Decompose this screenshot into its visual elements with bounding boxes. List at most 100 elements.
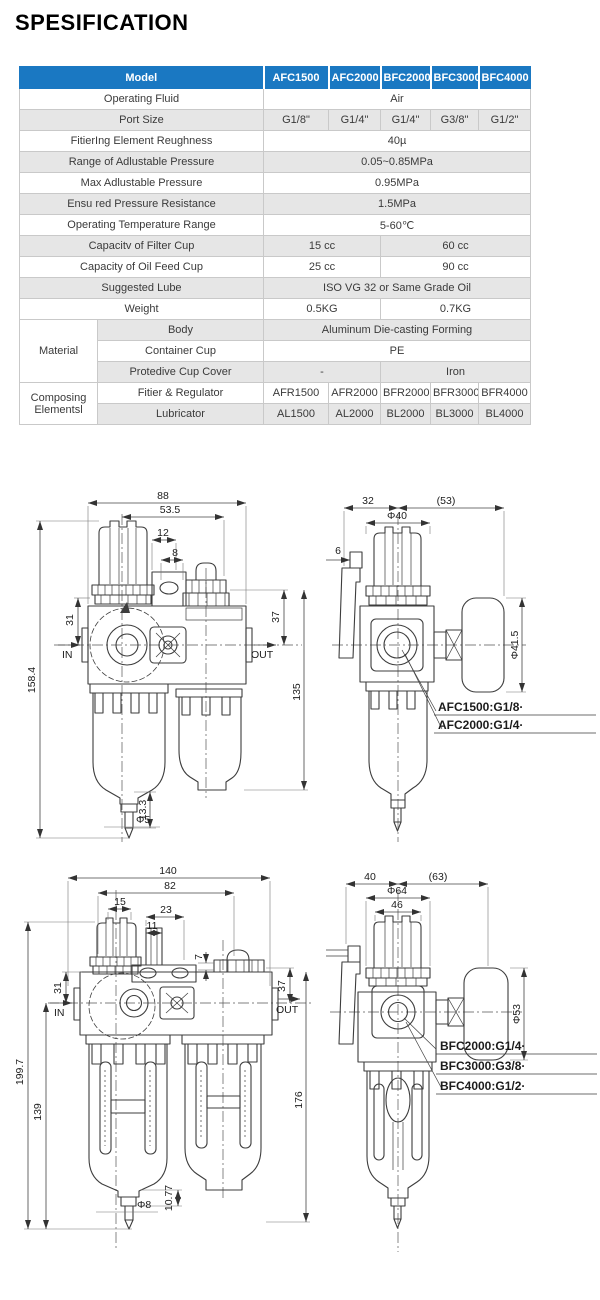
row-label: Capacitv of Filter Cup bbox=[19, 235, 264, 257]
label-in: IN bbox=[62, 649, 73, 661]
header-model: Model bbox=[19, 66, 264, 89]
bfc-side-view bbox=[326, 890, 522, 1252]
dim-tab-width: 12 bbox=[157, 527, 169, 539]
dim-in-offset: 31 bbox=[64, 614, 76, 626]
table-row: FitierIng Element Reughness 40µ bbox=[19, 130, 531, 152]
dim-knob-dia: Φ40 bbox=[387, 510, 407, 522]
table-row: Material Body Aluminum Die-casting Formi… bbox=[19, 319, 531, 383]
row-label: Protedive Cup Cover bbox=[97, 361, 264, 383]
dim-low-height: 139 bbox=[32, 1103, 44, 1121]
dim-gauge-dia: Φ41.5 bbox=[509, 630, 521, 659]
header-model-bfc3000: BFC3000 bbox=[429, 66, 479, 89]
dim-total-height: 158.4 bbox=[26, 667, 38, 693]
dim-oiler-inner: 11 bbox=[147, 920, 158, 932]
cell-value-b: 90 cc bbox=[380, 256, 531, 278]
cell-value: BFR3000 bbox=[430, 382, 479, 404]
dim-body-height: 176 bbox=[293, 1091, 305, 1109]
cell-value: BL2000 bbox=[380, 403, 431, 425]
dim-bracket-width: 32 bbox=[362, 495, 374, 507]
table-row: Range of Adlustable Pressure 0.05~0.85MP… bbox=[19, 151, 531, 173]
row-label: Operating Temperature Range bbox=[19, 214, 264, 236]
port-note: BFC2000:G1/4· bbox=[440, 1039, 525, 1053]
dim-total-width: 88 bbox=[157, 490, 169, 502]
table-row: Composing Elementsl Fitier & Regulator A… bbox=[19, 382, 531, 425]
dim-bracket-width: 40 bbox=[364, 871, 376, 883]
dim-total-height: 199.7 bbox=[14, 1059, 26, 1085]
cell-value: G1/2" bbox=[478, 109, 531, 131]
row-label: Port Size bbox=[19, 109, 264, 131]
dim-knob-dia: Φ64 bbox=[387, 885, 407, 897]
cell-value: AL1500 bbox=[263, 403, 329, 425]
cell-value: 0.05~0.85MPa bbox=[263, 151, 531, 173]
technical-drawing-afc: 88 53.5 12 8 31 158.4 37 135 IN OUT 13.3 bbox=[26, 490, 596, 842]
row-label: Range of Adlustable Pressure bbox=[19, 151, 264, 173]
table-row: Ensu red Pressure Resistance 1.5MPa bbox=[19, 193, 531, 215]
cell-value: G1/4" bbox=[328, 109, 381, 131]
dim-upper-width: 53.5 bbox=[160, 504, 181, 516]
header-model-afc1500: AFC1500 bbox=[262, 66, 329, 89]
dim-gauge-offset: (53) bbox=[437, 495, 456, 507]
cell-value-a: 0.5KG bbox=[263, 298, 381, 320]
cell-value: 5-60℃ bbox=[263, 214, 531, 236]
cell-value: ISO VG 32 or Same Grade Oil bbox=[263, 277, 531, 299]
bfc-side-dimensions: 40 (63) Φ64 46 Φ53 BFC2000:G1/4· BFC3000… bbox=[345, 871, 597, 1095]
dim-gauge-offset: (63) bbox=[429, 871, 448, 883]
dim-body-height: 135 bbox=[291, 683, 303, 701]
table-row: Port Size G1/8" G1/4" G1/4" G3/8" G1/2" bbox=[19, 109, 531, 131]
row-label: Lubricator bbox=[97, 403, 264, 425]
technical-drawing-bfc: 140 82 15 23 11 7 31 199.7 139 IN OUT bbox=[14, 865, 597, 1252]
dim-drain-height: 10.77 bbox=[163, 1185, 175, 1211]
cell-value: BFR2000 bbox=[380, 382, 431, 404]
cell-value: 40µ bbox=[263, 130, 531, 152]
cell-value-b: 0.7KG bbox=[380, 298, 531, 320]
group-label-composing: Composing Elementsl bbox=[19, 382, 98, 425]
port-note: AFC1500:G1/8· bbox=[438, 700, 523, 714]
dim-knob-width: 15 bbox=[114, 896, 126, 908]
port-note: BFC4000:G1/2· bbox=[440, 1079, 525, 1093]
dim-drain-height: 13.3 bbox=[137, 800, 149, 821]
cell-value: PE bbox=[263, 340, 531, 362]
row-label: FitierIng Element Reughness bbox=[19, 130, 264, 152]
table-row: Operating Fluid Air bbox=[19, 88, 531, 110]
dim-hole-offset: 8 bbox=[172, 547, 178, 559]
cell-value: BFR4000 bbox=[478, 382, 531, 404]
table-row: Lubricator AL1500 AL2000 BL2000 BL3000 B… bbox=[20, 403, 531, 425]
row-label: Suggested Lube bbox=[19, 277, 264, 299]
dim-knob-inner: 46 bbox=[391, 899, 403, 911]
cell-value: BL3000 bbox=[430, 403, 479, 425]
dim-lub-height: 37 bbox=[276, 980, 288, 992]
cell-value: 1.5MPa bbox=[263, 193, 531, 215]
port-note: AFC2000:G1/4· bbox=[438, 718, 523, 732]
dim-oiler-width: 23 bbox=[160, 904, 172, 916]
table-row: Weight 0.5KG 0.7KG bbox=[19, 298, 531, 320]
row-label: Body bbox=[97, 319, 264, 341]
cell-value: G1/4" bbox=[380, 109, 431, 131]
dim-lub-height: 37 bbox=[270, 611, 282, 623]
bfc-front-view bbox=[48, 890, 312, 1250]
cell-value: AFR2000 bbox=[328, 382, 381, 404]
cell-value: AL2000 bbox=[328, 403, 381, 425]
table-row: Capacity of Oil Feed Cup 25 cc 90 cc bbox=[19, 256, 531, 278]
dim-upper-width: 82 bbox=[164, 880, 176, 892]
afc-side-dimensions: 32 (53) Φ40 6 Φ41.5 AFC1500:G1/8· AFC200… bbox=[326, 495, 596, 734]
cell-value: Aluminum Die-casting Forming bbox=[263, 319, 531, 341]
row-label: Max Adlustable Pressure bbox=[19, 172, 264, 194]
bfc-front-dimensions: 140 82 15 23 11 7 31 199.7 139 IN OUT bbox=[14, 865, 310, 1230]
table-row: Protedive Cup Cover - Iron bbox=[20, 361, 531, 383]
cell-value-a: 25 cc bbox=[263, 256, 381, 278]
row-label: Ensu red Pressure Resistance bbox=[19, 193, 264, 215]
row-label: Fitier & Regulator bbox=[97, 382, 264, 404]
cell-value: 0.95MPa bbox=[263, 172, 531, 194]
table-row: Container Cup PE bbox=[20, 340, 531, 362]
cell-value-a: - bbox=[263, 361, 381, 383]
afc-front-dimensions: 88 53.5 12 8 31 158.4 37 135 IN OUT 13.3 bbox=[26, 490, 308, 839]
table-row: Operating Temperature Range 5-60℃ bbox=[19, 214, 531, 236]
dim-flange: 7 bbox=[193, 954, 205, 960]
cell-value: BL4000 bbox=[478, 403, 531, 425]
cell-value: Air bbox=[263, 88, 531, 110]
port-note: BFC3000:G3/8· bbox=[440, 1059, 525, 1073]
cell-value-b: Iron bbox=[380, 361, 531, 383]
table-row: Suggested Lube ISO VG 32 or Same Grade O… bbox=[19, 277, 531, 299]
cell-value: AFR1500 bbox=[263, 382, 329, 404]
dim-tab6: 6 bbox=[335, 545, 341, 557]
